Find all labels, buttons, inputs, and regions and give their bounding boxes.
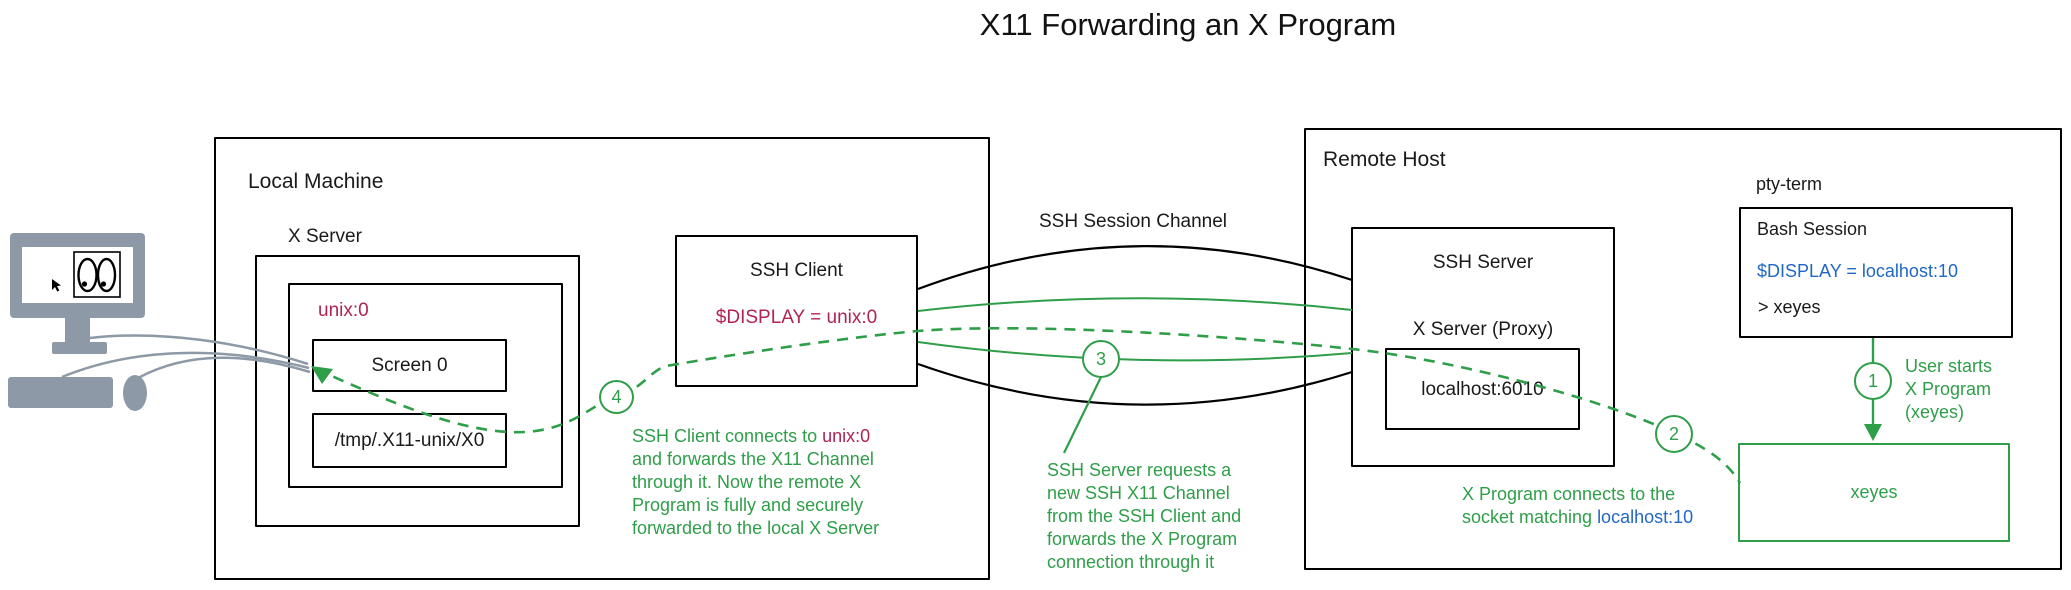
x11-socket-label: /tmp/.X11-unix/X0: [334, 430, 485, 451]
step-2-note: X Program connects to the socket matchin…: [1462, 484, 1694, 527]
ssh-server-label: SSH Server: [1432, 252, 1534, 273]
step-4-note: SSH Client connects to unix:0 and forwar…: [632, 426, 880, 538]
eye-icon: [77, 257, 98, 293]
local-machine-label: Local Machine: [248, 170, 384, 193]
eye-icon: [96, 257, 117, 293]
step-2-badge: 2: [1655, 415, 1693, 453]
step-4-badge: 4: [599, 380, 634, 414]
mouse-icon: [123, 375, 147, 411]
step-3-badge: 3: [1082, 340, 1120, 378]
ssh-client-display-env: $DISPLAY = unix:0: [715, 307, 878, 328]
cursor-icon: [52, 279, 61, 292]
page-title: X11 Forwarding an X Program: [979, 7, 1397, 42]
bash-command: > xeyes: [1758, 297, 1821, 317]
unix0-display-label: unix:0: [318, 300, 369, 321]
bash-session-label: Bash Session: [1757, 219, 1868, 239]
step-1-badge: 1: [1854, 362, 1892, 400]
x-server-proxy-label: X Server (Proxy): [1412, 319, 1554, 340]
xeyes-window-icon: [73, 251, 121, 298]
xeyes-program-label: xeyes: [1850, 482, 1898, 502]
step-1-note: User starts X Program (xeyes): [1905, 356, 1993, 422]
step-3-note: SSH Server requests a new SSH X11 Channe…: [1047, 460, 1242, 572]
step3-leader-line: [1063, 376, 1102, 454]
localhost10-highlight: localhost:10: [1597, 507, 1694, 527]
keyboard-icon: [8, 377, 113, 408]
bash-display-env: $DISPLAY = localhost:10: [1757, 261, 1958, 281]
ssh-session-channel-label: SSH Session Channel: [1039, 211, 1227, 232]
pty-term-label: pty-term: [1756, 174, 1823, 194]
ssh-client-label: SSH Client: [750, 260, 843, 281]
unix0-highlight: unix:0: [822, 426, 871, 446]
x-server-label: X Server: [288, 226, 362, 247]
computer-monitor-icon: [10, 233, 145, 354]
remote-host-label: Remote Host: [1323, 148, 1446, 171]
bash-session-box: [1739, 207, 2013, 338]
proxy-socket-label: localhost:6010: [1421, 379, 1544, 400]
screen0-label: Screen 0: [371, 355, 448, 376]
xeyes-program-box: [1738, 443, 2010, 542]
